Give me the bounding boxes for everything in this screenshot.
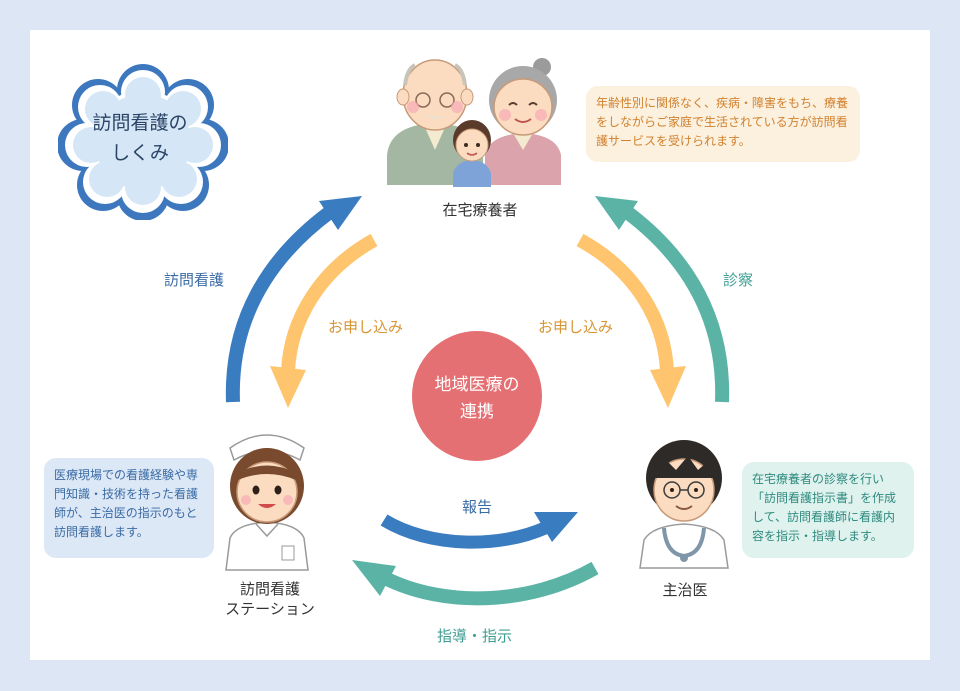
patient-label: 在宅療養者	[442, 201, 518, 219]
label-diagnosis: 診察	[723, 271, 754, 289]
center-label: 地域医療の 連携	[412, 372, 542, 426]
nurse-illustration	[225, 434, 309, 571]
center-line-1: 地域医療の	[434, 375, 520, 395]
arrow-apply-right	[576, 233, 686, 408]
arrow-report	[380, 512, 578, 549]
doctor-label: 主治医	[662, 581, 708, 599]
station-line-2: ステーション	[225, 600, 315, 618]
label-guidance: 指導・指示	[437, 627, 513, 645]
arrow-diagnosis	[595, 196, 730, 403]
station-label: 訪問看護 ステーション	[195, 579, 345, 619]
center-line-2: 連携	[460, 402, 494, 422]
label-apply-right: お申し込み	[538, 318, 614, 336]
arrow-visit-nursing	[225, 196, 362, 403]
cloud-badge	[58, 64, 228, 220]
badge-line-2: しくみ	[111, 142, 169, 164]
label-visit-nursing: 訪問看護	[164, 271, 225, 289]
patient-note: 年齢性別に関係なく、疾病・障害をもち、療養をしながらご家庭で生活されている方が訪…	[586, 86, 860, 162]
label-apply-left: お申し込み	[328, 318, 404, 336]
badge-line-1: 訪問看護の	[92, 112, 188, 134]
station-note: 医療現場での看護経験や専門知識・技術を持った看護師が、主治医の指示のもと訪問看護…	[44, 458, 214, 558]
arrow-apply-left	[270, 233, 378, 408]
center-circle	[412, 331, 542, 461]
label-report: 報告	[462, 498, 493, 516]
badge-title: 訪問看護の しくみ	[70, 108, 210, 168]
doctor-illustration	[639, 440, 729, 569]
station-line-1: 訪問看護	[239, 580, 300, 598]
arrow-guidance	[352, 560, 599, 606]
family-illustration	[387, 58, 561, 187]
doctor-note: 在宅療養者の診察を行い「訪問看護指示書」を作成して、訪問看護師に看護内容を指示・…	[742, 462, 914, 558]
